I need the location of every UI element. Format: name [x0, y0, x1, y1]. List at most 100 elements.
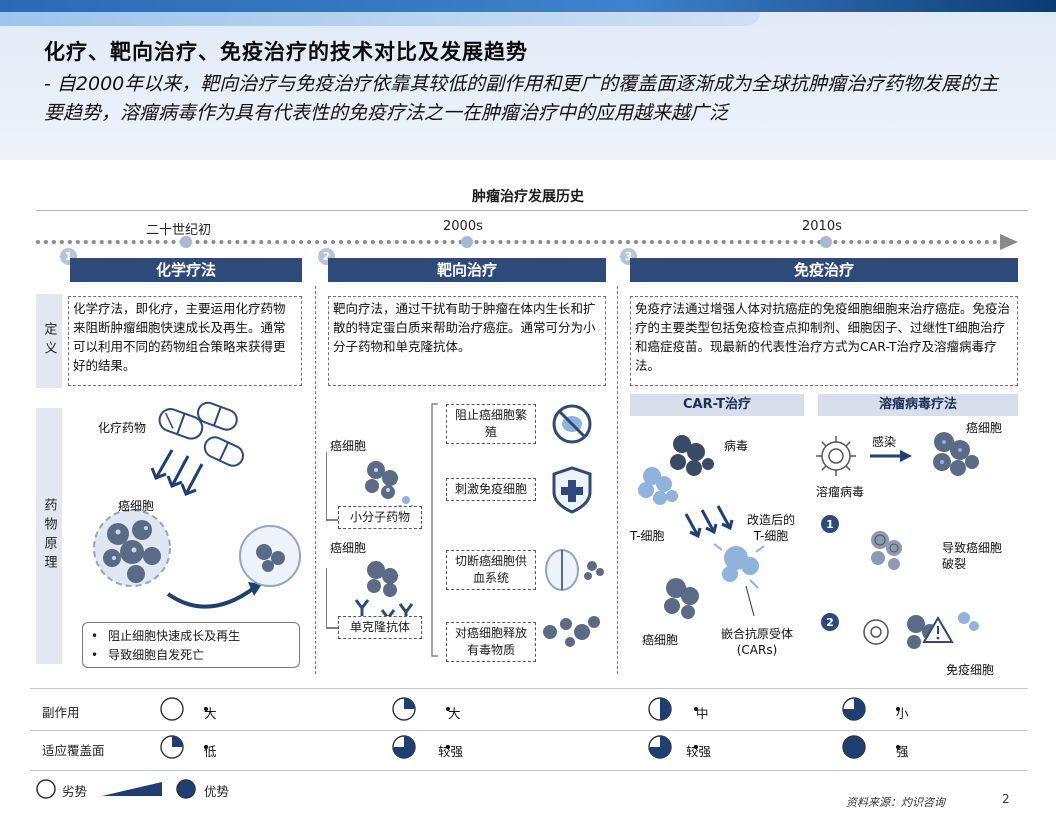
rating-text: 较强: [438, 744, 464, 759]
chemo-effects-list: 阻止细胞快速成长及再生 导致细胞自发死亡: [82, 622, 300, 668]
toxic-release-icon: [543, 616, 600, 647]
divider: [36, 210, 1028, 211]
cart-cancer-cell-label: 癌细胞: [642, 633, 679, 647]
list-item: 导致细胞自发死亡: [91, 646, 291, 665]
small-molecule-box: 小分子药物: [338, 506, 422, 529]
shield-plus-icon: [552, 466, 592, 514]
chemo-illustration: [93, 401, 301, 609]
chemo-cell-label: 癌细胞: [118, 499, 155, 513]
ov-virus-label: 溶瘤病毒: [816, 485, 865, 499]
definition-targeted: 靶向疗法，通过干扰有助于肿瘤在体内生长和扩散的特定蛋白质来帮助治疗癌症。通常可分…: [328, 296, 606, 386]
harvey-ball-icon: [392, 697, 416, 721]
rating-text: 较强: [686, 744, 712, 759]
pill-icon: [196, 401, 238, 431]
step-1-text: 导致癌细胞破裂: [942, 541, 1003, 571]
era-label-3: 2010s: [802, 219, 842, 234]
down-arrow-icon: [150, 449, 204, 496]
legend-strong: 优势: [204, 784, 230, 799]
timeline-arrow-icon: [1000, 234, 1018, 250]
bullet-dot: [204, 707, 208, 711]
page-number: 2: [1002, 792, 1010, 806]
rating-text: 低: [204, 744, 217, 759]
harvey-ball-icon: [160, 735, 184, 759]
effect-box-3: 切断癌细胞供血系统: [446, 550, 536, 590]
car-label: 嵌合抗原受体(CARs): [720, 627, 793, 657]
row-divider: [30, 770, 1028, 771]
step-2-badge: 2: [826, 616, 834, 629]
rating-text: 小: [896, 706, 909, 721]
header-band: [0, 0, 1056, 160]
era-dot-2: [461, 236, 473, 248]
harvey-ball-icon: [392, 735, 416, 759]
bullet-dot: [896, 745, 900, 749]
timeline: [36, 240, 1006, 244]
column-header-immuno: 免疫治疗: [630, 258, 1018, 282]
row-label-coverage: 适应覆盖面: [42, 743, 105, 758]
page-title: 化疗、靶向治疗、免疫治疗的技术对比及发展趋势: [44, 40, 528, 64]
legend-graphic: [36, 779, 196, 799]
list-item: 阻止细胞快速成长及再生: [91, 627, 291, 646]
cart-subheader: CAR-T治疗: [630, 394, 804, 416]
pill-icon: [203, 436, 244, 467]
harvey-ball-icon: [648, 735, 672, 759]
harvey-ball-icon: [160, 697, 184, 721]
top-stripe: [0, 0, 1056, 12]
pill-icon: [158, 408, 204, 440]
definition-chemo: 化学疗法，即化疗，主要运用化疗药物来阻断肿瘤细胞快速成长及再生。通常可以利用不同…: [68, 296, 302, 386]
infect-label: 感染: [872, 435, 897, 449]
era-dot-3: [820, 236, 832, 248]
targeted-cell-label-2: 癌细胞: [330, 541, 367, 555]
section-title: 肿瘤治疗发展历史: [472, 189, 584, 205]
rating-text: 中: [696, 706, 709, 721]
blood-vessel-icon: [545, 549, 604, 591]
antibody-box: 单克隆抗体: [338, 616, 422, 639]
row-label-side-effects: 副作用: [42, 705, 80, 720]
bullet-dot: [694, 745, 698, 749]
harvey-ball-icon: [648, 697, 672, 721]
bullet-dot: [446, 745, 450, 749]
chemo-mechanism-panel: [68, 398, 308, 670]
era-label-1: 二十世纪初: [146, 223, 212, 238]
column-divider-2: [617, 286, 618, 674]
column-header-targeted: 靶向治疗: [328, 258, 606, 282]
bullet-dot: [694, 707, 698, 711]
row-divider: [30, 688, 1028, 689]
t-cell-label: T-细胞: [630, 529, 665, 543]
warning-icon: [922, 616, 954, 643]
effect-box-2: 刺激免疫细胞: [446, 478, 536, 501]
effect-box-1: 阻止癌细胞繁殖: [446, 404, 536, 444]
effect-box-4: 对癌细胞释放有毒物质: [446, 622, 536, 662]
rating-text: 强: [896, 744, 909, 759]
targeted-cell-label-1: 癌细胞: [330, 439, 367, 453]
bullet-dot: [446, 707, 450, 711]
modified-t-cell-label: 改造后的T-细胞: [746, 513, 795, 543]
virus-label: 病毒: [724, 439, 749, 453]
legend-weak: 劣势: [62, 784, 88, 799]
ov-subheader: 溶瘤病毒疗法: [818, 394, 1018, 416]
rating-text: 大: [204, 706, 217, 721]
step-2-text: 免疫细胞: [946, 663, 995, 677]
ratings-chart: [160, 697, 900, 759]
bullet-dot: [896, 707, 900, 711]
row-divider: [30, 730, 1028, 731]
era-label-2: 2000s: [443, 219, 483, 234]
harvey-ball-icon: [842, 735, 866, 759]
side-label-definition: 定义: [36, 294, 62, 388]
prohibit-icon: [552, 404, 592, 444]
source-note: 资料来源：灼识咨询: [846, 796, 945, 809]
top-stripe-light: [0, 12, 760, 26]
harvey-ball-icon: [842, 697, 866, 721]
page-subtitle: - 自2000年以来，靶向治疗与免疫治疗依靠其较低的副作用和更广的覆盖面逐渐成为…: [44, 73, 999, 124]
immuno-mechanism-panel: [626, 420, 1022, 676]
column-divider-1: [315, 286, 316, 674]
rating-text: 大: [448, 706, 461, 721]
virus-icon: [816, 436, 856, 476]
bullet-dot: [204, 745, 208, 749]
ov-cancer-label: 癌细胞: [966, 421, 1003, 435]
chemo-drug-label: 化疗药物: [98, 421, 147, 435]
column-header-chemo: 化学疗法: [70, 258, 302, 282]
definition-immuno: 免疫疗法通过增强人体对抗癌症的免疫细胞细胞来治疗癌症。免疫治疗的主要类型包括免疫…: [630, 296, 1018, 386]
immuno-illustration: [638, 432, 979, 649]
side-label-mechanism: 药物原理: [36, 408, 62, 664]
virus-icon: [863, 619, 889, 645]
